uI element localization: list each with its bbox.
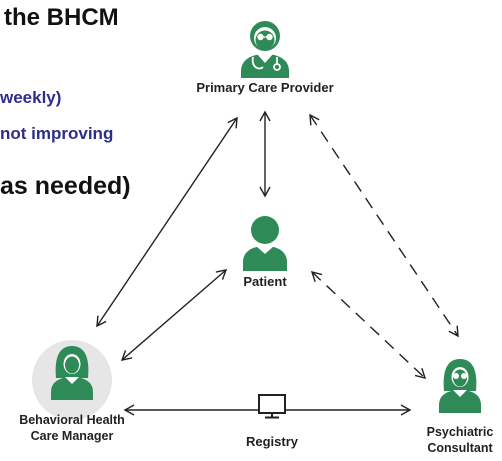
woman-glasses-icon <box>439 359 481 413</box>
person-icon <box>243 216 287 271</box>
registry-label: Registry <box>246 434 299 449</box>
heading-line-1: weekly) <box>0 88 62 107</box>
woman-icon <box>51 346 93 400</box>
monitor-icon <box>258 394 286 419</box>
arrow-patient-bhcm <box>120 269 228 361</box>
doctor-icon <box>241 21 289 78</box>
psych-label-line1: Psychiatric <box>427 425 494 439</box>
heading-line-2: not improving <box>0 124 114 143</box>
heading-title: the BHCM <box>4 4 119 31</box>
arrow-pcp-psych <box>309 113 459 338</box>
psych-label-line2: Consultant <box>427 441 493 455</box>
arrow-pcp-bhcm <box>96 116 238 328</box>
patient-label: Patient <box>243 274 287 289</box>
bhcm-label-line2: Care Manager <box>31 429 114 443</box>
arrow-patient-psych <box>310 271 427 379</box>
pcp-label: Primary Care Provider <box>196 80 333 95</box>
bhcm-label-line1: Behavioral Health <box>19 413 125 427</box>
